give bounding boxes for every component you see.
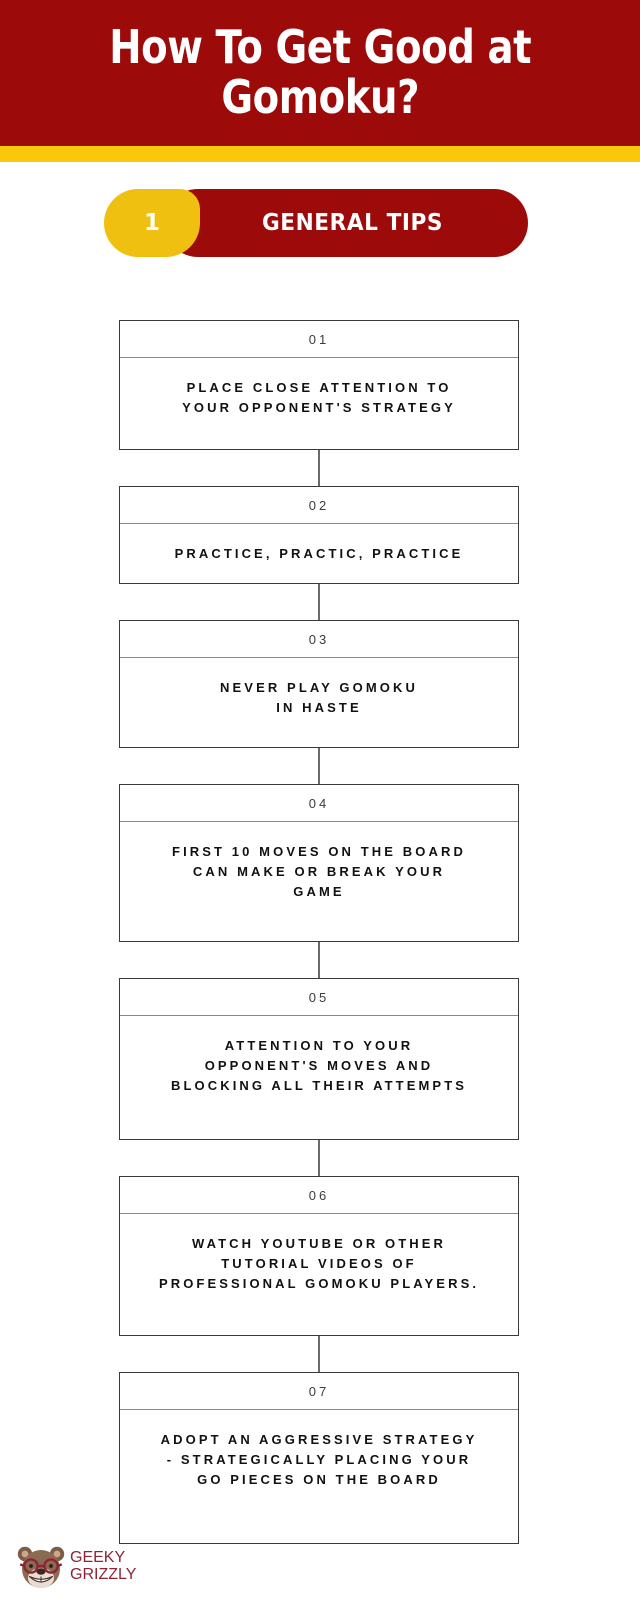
tip-card-text: PLACE CLOSE ATTENTION TO YOUR OPPONENT'S… (182, 380, 456, 416)
flow-connector (318, 1336, 320, 1372)
section-badge: GENERAL TIPS 1 (104, 189, 528, 257)
tip-card-body: FIRST 10 MOVES ON THE BOARD CAN MAKE OR … (120, 822, 518, 902)
grizzly-bear-icon (17, 1546, 65, 1588)
accent-bar (0, 146, 640, 162)
flow-connector (318, 1140, 320, 1176)
section-label: GENERAL TIPS (262, 210, 444, 236)
tip-card-header: 03 (120, 621, 518, 658)
tip-card-body: ADOPT AN AGGRESSIVE STRATEGY - STRATEGIC… (120, 1410, 518, 1490)
section-number-circle: 1 (104, 189, 200, 257)
section-number: 1 (143, 210, 160, 236)
flow-connector (318, 748, 320, 784)
tip-card-header: 07 (120, 1373, 518, 1410)
brand-logo[interactable]: GEEKY GRIZZLY (16, 1541, 136, 1593)
tip-card-number: 05 (308, 989, 330, 1005)
tip-card-body: WATCH YOUTUBE OR OTHER TUTORIAL VIDEOS O… (120, 1214, 518, 1294)
tip-card-number: 01 (308, 331, 330, 347)
flow-connector (318, 942, 320, 978)
tip-card-body: NEVER PLAY GOMOKU IN HASTE (120, 658, 518, 718)
tip-card-header: 01 (120, 321, 518, 358)
tip-card-body: PLACE CLOSE ATTENTION TO YOUR OPPONENT'S… (120, 358, 518, 418)
tip-card-body: ATTENTION TO YOUR OPPONENT'S MOVES AND B… (120, 1016, 518, 1096)
tip-card-text: ATTENTION TO YOUR OPPONENT'S MOVES AND B… (170, 1038, 468, 1094)
tip-card-text: NEVER PLAY GOMOKU IN HASTE (220, 680, 418, 716)
flow-connector (318, 584, 320, 620)
brand-name: GEEKY GRIZZLY (70, 1549, 137, 1583)
tip-card-text: WATCH YOUTUBE OR OTHER TUTORIAL VIDEOS O… (158, 1236, 480, 1292)
tip-card-number: 04 (308, 795, 330, 811)
tip-card-body: PRACTICE, PRACTIC, PRACTICE (120, 524, 518, 564)
header-banner: How To Get Good at Gomoku? (0, 0, 640, 146)
tip-card-number: 03 (308, 631, 330, 647)
tip-card-text: PRACTICE, PRACTIC, PRACTICE (174, 546, 464, 561)
tip-card-header: 04 (120, 785, 518, 822)
tip-card-number: 06 (308, 1187, 330, 1203)
tip-card-header: 05 (120, 979, 518, 1016)
tip-card-header: 06 (120, 1177, 518, 1214)
section-pill: GENERAL TIPS (164, 189, 528, 257)
tip-card-text: FIRST 10 MOVES ON THE BOARD CAN MAKE OR … (172, 844, 466, 900)
flow-connector (318, 450, 320, 486)
tip-card-text: ADOPT AN AGGRESSIVE STRATEGY - STRATEGIC… (160, 1432, 478, 1488)
tip-card-header: 02 (120, 487, 518, 524)
tip-card-number: 02 (308, 497, 330, 513)
page-title: How To Get Good at Gomoku? (108, 20, 531, 124)
tip-card-number: 07 (308, 1383, 330, 1399)
